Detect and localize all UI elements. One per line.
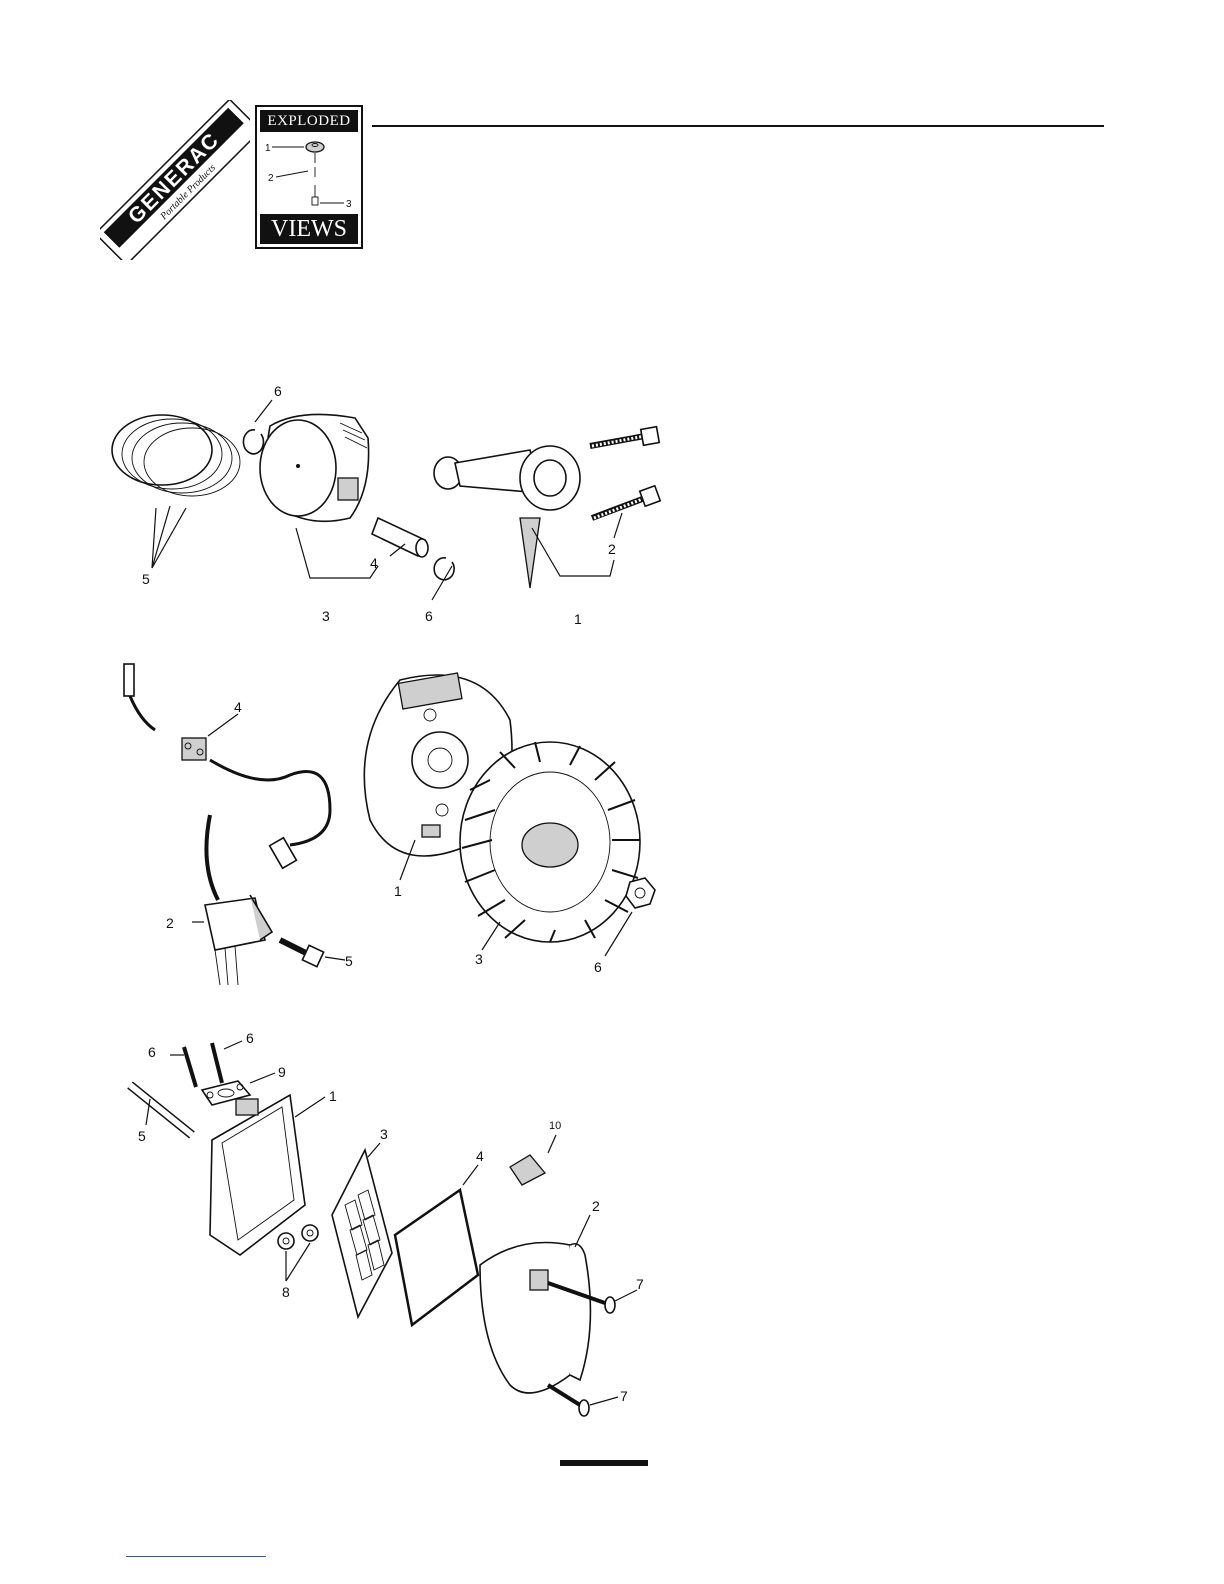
callout: 6 bbox=[425, 608, 433, 624]
base-nut bbox=[278, 1225, 318, 1249]
piston-connecting-rod-diagram: 6 5 4 3 6 2 1 bbox=[100, 378, 680, 638]
flywheel bbox=[460, 742, 640, 942]
mounting-stud bbox=[184, 1043, 222, 1087]
filter-element-grid bbox=[332, 1150, 392, 1317]
ignition-flywheel-diagram: 4 1 2 5 3 6 bbox=[100, 650, 680, 1000]
exploded-views-badge: EXPLODED 1 2 3 VIEWS bbox=[255, 105, 363, 249]
spark-plug-wire bbox=[124, 664, 330, 868]
callout: 1 bbox=[394, 883, 402, 899]
callout: 4 bbox=[476, 1148, 484, 1164]
air-cleaner-base bbox=[210, 1095, 305, 1255]
callout: 10 bbox=[549, 1120, 561, 1132]
rod-bolt bbox=[592, 486, 660, 518]
callout: 5 bbox=[345, 953, 353, 969]
callout: 6 bbox=[274, 383, 282, 399]
callout: 3 bbox=[380, 1126, 388, 1142]
wire-grommet bbox=[182, 738, 206, 760]
header-rule bbox=[372, 125, 1104, 127]
callout: 2 bbox=[166, 915, 174, 931]
callout: 4 bbox=[234, 699, 242, 715]
badge-callout-1: 1 bbox=[265, 143, 271, 154]
badge-title-top: EXPLODED bbox=[260, 110, 358, 132]
circlip bbox=[243, 430, 263, 454]
piston-rings bbox=[112, 415, 240, 496]
callout: 7 bbox=[636, 1276, 644, 1292]
badge-illustration: 1 2 3 bbox=[260, 135, 358, 215]
badge-title-bottom: VIEWS bbox=[260, 214, 358, 244]
callout: 6 bbox=[594, 959, 602, 975]
badge-callout-3: 3 bbox=[346, 199, 352, 210]
callout: 8 bbox=[282, 1284, 290, 1300]
page-number-bar bbox=[560, 1460, 648, 1466]
footer-link-underline[interactable] bbox=[126, 1556, 266, 1557]
air-cleaner-diagram: 6 6 9 1 5 3 10 4 2 8 7 7 bbox=[100, 1025, 680, 1435]
callout: 5 bbox=[138, 1128, 146, 1144]
air-cleaner-cover bbox=[480, 1243, 590, 1394]
rod-bolt bbox=[590, 427, 659, 446]
callout: 2 bbox=[592, 1198, 600, 1214]
callout: 3 bbox=[322, 608, 330, 624]
callout: 7 bbox=[620, 1388, 628, 1404]
badge-callout-2: 2 bbox=[268, 173, 274, 184]
piston bbox=[260, 414, 369, 521]
generac-logo: GENERAC Portable Products bbox=[100, 100, 250, 260]
callout: 1 bbox=[574, 611, 582, 627]
callout: 6 bbox=[246, 1030, 254, 1046]
flywheel-nut bbox=[626, 878, 655, 908]
callout: 1 bbox=[329, 1088, 337, 1104]
coil-bolt bbox=[280, 940, 324, 967]
ignition-coil bbox=[205, 815, 272, 985]
piston-pin bbox=[372, 518, 428, 557]
callout: 3 bbox=[475, 951, 483, 967]
connecting-rod bbox=[434, 446, 580, 588]
callout: 5 bbox=[142, 571, 150, 587]
callout: 4 bbox=[370, 555, 378, 571]
circlip bbox=[434, 558, 454, 580]
callout: 9 bbox=[278, 1064, 286, 1080]
callout: 2 bbox=[608, 541, 616, 557]
foam-element bbox=[395, 1190, 478, 1325]
warning-label bbox=[510, 1155, 545, 1185]
callout: 6 bbox=[148, 1044, 156, 1060]
